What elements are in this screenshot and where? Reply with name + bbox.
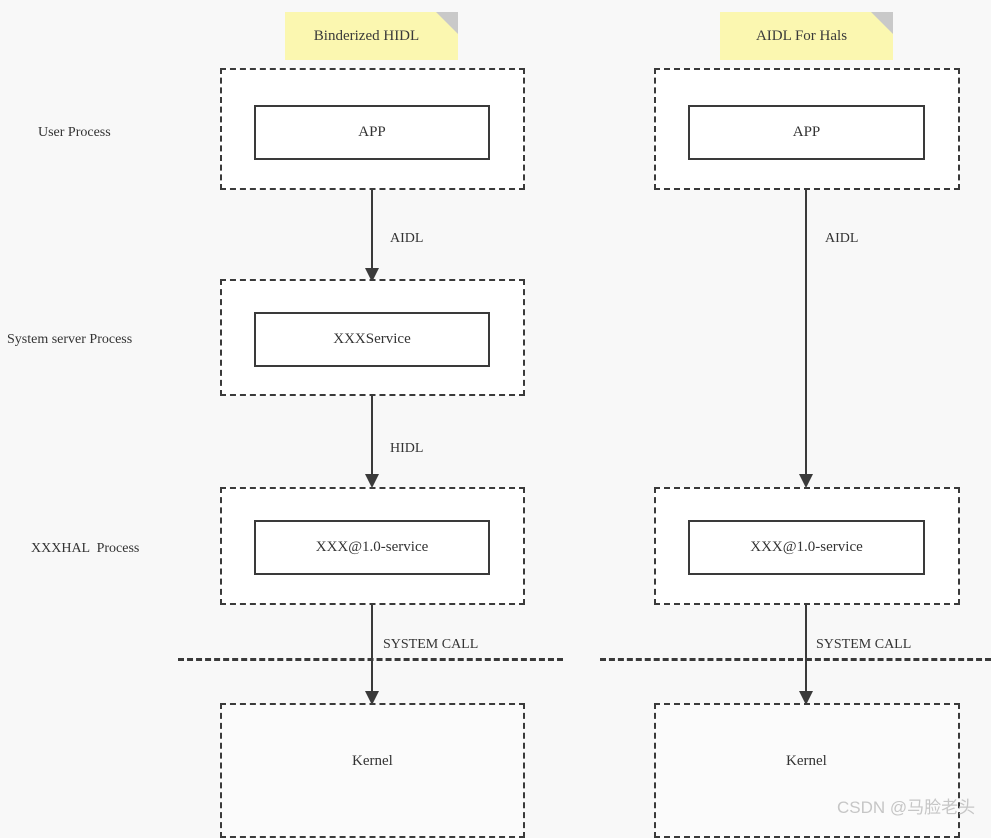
- note-binderized-hidl: Binderized HIDL: [285, 12, 458, 60]
- watermark: CSDN @马脸老头: [837, 798, 976, 817]
- note-aidl-for-hals: AIDL For Hals: [720, 12, 893, 60]
- note-fold-corner-icon: [436, 12, 458, 34]
- node-app-right-label: APP: [792, 124, 821, 140]
- node-xxxservice-label: XXXService: [333, 331, 411, 347]
- note-fold-corner-icon: [871, 12, 893, 34]
- arrow-label-system-call-left: SYSTEM CALL: [383, 637, 479, 652]
- process-container-kernel-right: [654, 703, 960, 838]
- arrow-aidl-right: [799, 190, 813, 488]
- arrow-hidl-left: [365, 396, 379, 488]
- note-binderized-hidl-label: Binderized HIDL: [313, 28, 420, 44]
- process-container-kernel-left: [220, 703, 525, 838]
- arrow-label-aidl-right: AIDL: [825, 231, 859, 246]
- node-app-left: APP: [254, 105, 490, 160]
- system-call-divider-left: [178, 658, 563, 661]
- arrow-aidl-left: [365, 190, 379, 282]
- node-xxx-service-left-label: XXX@1.0-service: [315, 539, 429, 555]
- node-kernel-right-label: Kernel: [786, 753, 827, 769]
- note-aidl-for-hals-label: AIDL For Hals: [755, 28, 848, 44]
- node-xxx-service-right-label: XXX@1.0-service: [750, 539, 863, 555]
- row-label-system-server-process: System server Process: [7, 332, 133, 347]
- node-xxx-service-right: XXX@1.0-service: [688, 520, 925, 575]
- row-label-user-process: User Process: [38, 125, 111, 140]
- system-call-divider-right: [600, 658, 991, 661]
- node-kernel-left-label: Kernel: [352, 753, 393, 769]
- arrow-label-system-call-right: SYSTEM CALL: [816, 637, 912, 652]
- node-xxxservice: XXXService: [254, 312, 490, 367]
- arrow-label-aidl-left: AIDL: [390, 231, 424, 246]
- node-xxx-service-left: XXX@1.0-service: [254, 520, 490, 575]
- arrow-system-call-right: [799, 605, 813, 705]
- arrow-label-hidl-left: HIDL: [390, 441, 424, 456]
- node-app-right: APP: [688, 105, 925, 160]
- arrow-system-call-left: [365, 605, 379, 705]
- node-app-left-label: APP: [358, 124, 386, 140]
- row-label-xxxhal-process: XXXHAL Process: [31, 541, 140, 556]
